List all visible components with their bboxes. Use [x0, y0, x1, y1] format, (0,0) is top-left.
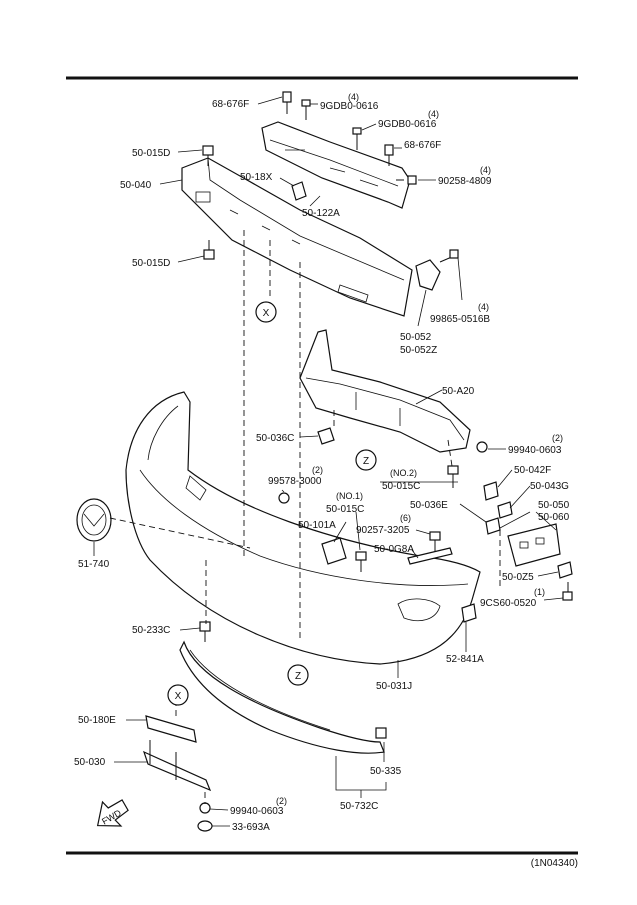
label-50-015D-a: 50-015D — [132, 148, 170, 159]
energy-absorber — [181, 157, 413, 317]
label-50-335: 50-335 — [370, 766, 402, 777]
label-no1: (NO.1) — [336, 491, 363, 501]
bracket-50050 — [507, 523, 561, 567]
label-qty-1: (1) — [534, 587, 545, 597]
label-99940-0603-a: 99940-0603 — [508, 445, 562, 456]
label-qty-4-b: (4) — [428, 109, 439, 119]
bolt-50015D-b — [203, 240, 215, 260]
label-99940-0603-b: 99940-0603 — [230, 806, 284, 817]
part-labels: 68-676F (4) 9GDB0-0616 (4) 9GDB0-0616 68… — [74, 92, 570, 833]
label-qty-4-a: (4) — [348, 92, 359, 102]
label-50-233C: 50-233C — [132, 625, 170, 636]
label-50-101A: 50-101A — [298, 520, 336, 531]
alignment-lines — [109, 230, 501, 804]
svg-text:Z: Z — [295, 671, 301, 682]
clip-50036E — [485, 517, 501, 535]
label-52-841A: 52-841A — [446, 654, 484, 665]
bolt-68676F-a — [282, 91, 292, 114]
bolt-50036C — [317, 427, 335, 445]
bracket-50180E — [145, 715, 197, 743]
bolt-90258 — [396, 175, 417, 185]
diagram-id: (1N04340) — [531, 858, 578, 869]
label-50-732C: 50-732C — [340, 801, 378, 812]
callout-x-lower: X — [167, 684, 189, 706]
bolt-50015C-b — [355, 551, 367, 572]
label-68-676F-b: 68-676F — [404, 140, 441, 151]
label-qty-6: (6) — [400, 513, 411, 523]
label-50-040: 50-040 — [120, 180, 152, 191]
label-99865-0516B: 99865-0516B — [430, 314, 490, 325]
bolt-68676F-b — [384, 144, 394, 166]
label-50-036C: 50-036C — [256, 433, 294, 444]
label-50-122A: 50-122A — [302, 208, 340, 219]
label-50-052Z: 50-052Z — [400, 345, 437, 356]
callout-x-upper: X — [255, 301, 277, 323]
bolt-9GDB-b — [352, 127, 362, 150]
label-50-043G: 50-043G — [530, 481, 569, 492]
callout-z-lower: Z — [287, 664, 309, 686]
label-qty-2-a: (2) — [552, 433, 563, 443]
bumper-cover — [125, 391, 481, 665]
bracket-50101A — [321, 537, 347, 565]
label-50-052: 50-052 — [400, 332, 432, 343]
bolt-50233C — [199, 621, 211, 642]
label-99578-3000: 99578-3000 — [268, 476, 322, 487]
label-qty-4-c: (4) — [480, 165, 491, 175]
label-50-18X: 50-18X — [240, 172, 273, 183]
label-50-A20: 50-A20 — [442, 386, 475, 397]
fwd-arrow: FWD — [96, 799, 129, 827]
label-68-676F-a: 68-676F — [212, 99, 249, 110]
callout-z-mid: Z — [355, 449, 377, 471]
label-90257-3205: 90257-3205 — [356, 525, 410, 536]
label-no2: (NO.2) — [390, 468, 417, 478]
reinforcement-50A20 — [299, 329, 471, 453]
bolt-9GDB-a — [301, 99, 311, 120]
label-9GDB0-0616-b: 9GDB0-0616 — [378, 119, 437, 130]
bracket-50052 — [415, 249, 459, 291]
label-qty-2-b: (2) — [312, 465, 323, 475]
label-50-180E: 50-180E — [78, 715, 116, 726]
nut-99940-a — [476, 441, 488, 453]
clip-50042F — [483, 481, 499, 501]
label-50-036E: 50-036E — [410, 500, 448, 511]
label-9CS60-0520: 9CS60-0520 — [480, 598, 537, 609]
bracket-50030 — [142, 740, 212, 792]
leader-lines — [93, 96, 564, 827]
label-50-015C-a: 50-015C — [382, 481, 420, 492]
label-90258-4809: 90258-4809 — [438, 176, 492, 187]
bolt-50015D-a — [202, 145, 214, 166]
label-50-060: 50-060 — [538, 512, 570, 523]
label-qty-2-c: (2) — [276, 796, 287, 806]
bolt-50015C-a — [447, 465, 459, 488]
emblem-51740 — [76, 498, 112, 542]
label-33-693A: 33-693A — [232, 822, 270, 833]
svg-text:Z: Z — [363, 456, 369, 467]
clip-50043G — [497, 501, 513, 519]
label-50-0G8A: 50-0G8A — [374, 544, 414, 555]
bolt-9CS60 — [562, 582, 573, 601]
label-qty-4-d: (4) — [478, 302, 489, 312]
clip-5018X — [291, 181, 307, 201]
label-50-050: 50-050 — [538, 500, 570, 511]
label-50-0Z5: 50-0Z5 — [502, 572, 534, 583]
svg-text:X: X — [175, 691, 182, 702]
seal-50G8A — [407, 547, 453, 565]
nut-99940-b — [199, 802, 211, 814]
clip-99578 — [278, 492, 290, 504]
clip-50Z5 — [557, 561, 573, 579]
label-50-015D-b: 50-015D — [132, 258, 170, 269]
svg-text:X: X — [263, 308, 270, 319]
washer-33693A — [197, 820, 213, 832]
label-51-740: 51-740 — [78, 559, 110, 570]
label-50-031J: 50-031J — [376, 681, 412, 692]
label-50-015C-b: 50-015C — [326, 504, 364, 515]
label-9GDB0-0616-a: 9GDB0-0616 — [320, 101, 379, 112]
label-50-042F: 50-042F — [514, 465, 551, 476]
label-50-030: 50-030 — [74, 757, 106, 768]
nut-52841A — [461, 603, 477, 623]
upper-bracket — [261, 121, 411, 209]
